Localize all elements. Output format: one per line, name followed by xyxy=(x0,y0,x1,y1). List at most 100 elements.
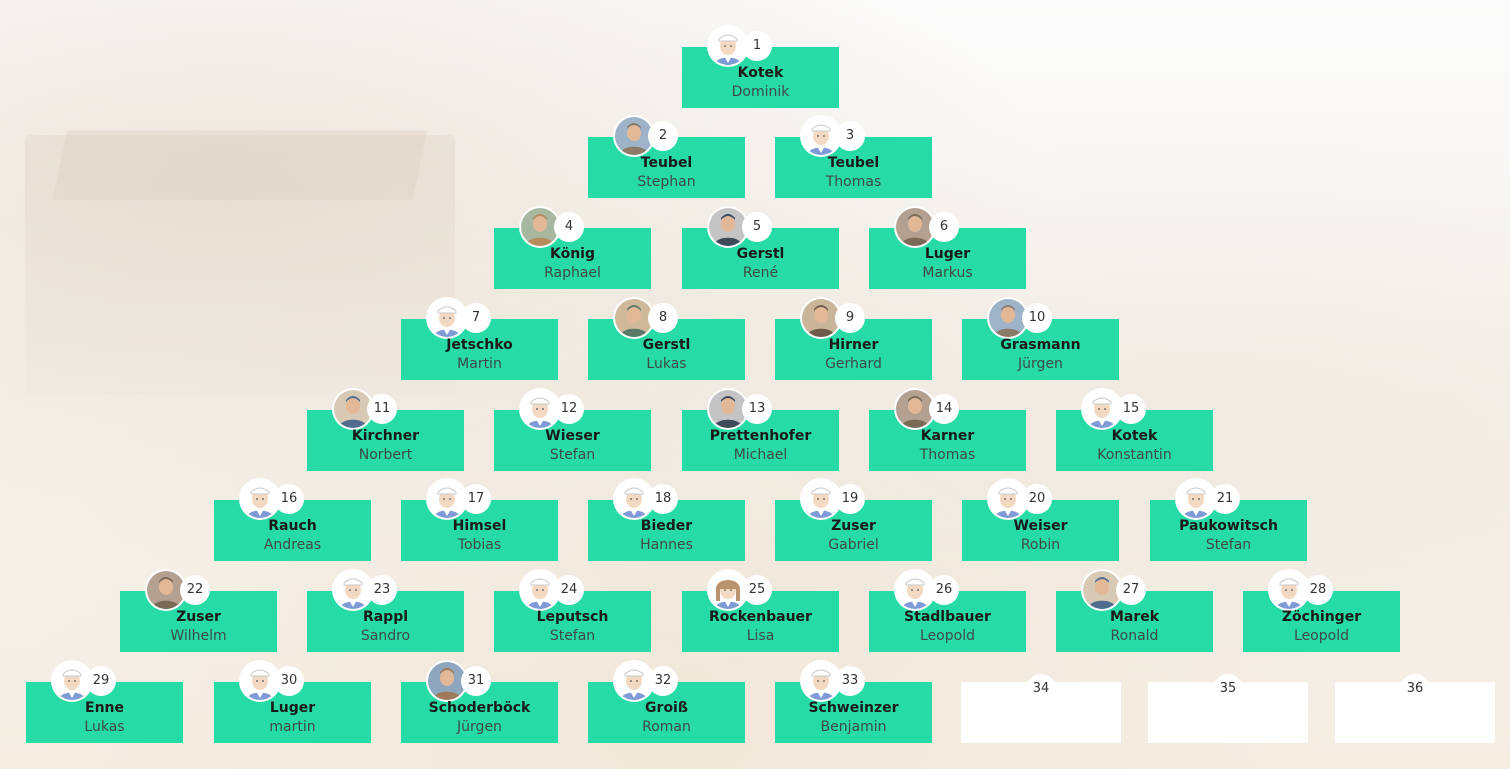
player-last-name: Prettenhofer xyxy=(682,428,839,444)
rank-badge: 36 xyxy=(1400,674,1430,704)
rank-badge: 7 xyxy=(461,303,491,333)
player-last-name: Paukowitsch xyxy=(1150,518,1307,534)
rank-badge: 10 xyxy=(1022,303,1052,333)
rank-badge: 9 xyxy=(835,303,865,333)
rank-badge: 12 xyxy=(554,394,584,424)
player-first-name: Stefan xyxy=(1150,537,1307,553)
rank-badge: 19 xyxy=(835,484,865,514)
rank-badge: 16 xyxy=(274,484,304,514)
player-first-name: Jürgen xyxy=(962,356,1119,372)
player-first-name: Leopold xyxy=(869,628,1026,644)
player-first-name: Stefan xyxy=(494,447,651,463)
player-first-name: Tobias xyxy=(401,537,558,553)
player-first-name: Dominik xyxy=(682,84,839,100)
rank-badge: 25 xyxy=(742,575,772,605)
player-last-name: Teubel xyxy=(775,155,932,171)
player-last-name: Grasmann xyxy=(962,337,1119,353)
player-first-name: Leopold xyxy=(1243,628,1400,644)
player-last-name: König xyxy=(494,246,651,262)
player-first-name: Lisa xyxy=(682,628,839,644)
player-first-name: Lukas xyxy=(588,356,745,372)
player-first-name: Martin xyxy=(401,356,558,372)
player-first-name: Ronald xyxy=(1056,628,1213,644)
player-last-name: Leputsch xyxy=(494,609,651,625)
rank-badge: 33 xyxy=(835,666,865,696)
player-last-name: Kirchner xyxy=(307,428,464,444)
player-last-name: Bieder xyxy=(588,518,745,534)
player-last-name: Schoderböck xyxy=(401,700,558,716)
rank-badge: 23 xyxy=(367,575,397,605)
player-first-name: Norbert xyxy=(307,447,464,463)
empty-slot-card[interactable]: 35 xyxy=(1148,682,1308,743)
rank-badge: 13 xyxy=(742,394,772,424)
rank-badge: 18 xyxy=(648,484,678,514)
empty-slot-card[interactable]: 34 xyxy=(961,682,1121,743)
player-last-name: Karner xyxy=(869,428,1026,444)
rank-badge: 29 xyxy=(86,666,116,696)
empty-slot-card[interactable]: 36 xyxy=(1335,682,1495,743)
rank-badge: 3 xyxy=(835,121,865,151)
rank-badge: 31 xyxy=(461,666,491,696)
player-first-name: Wilhelm xyxy=(120,628,277,644)
rank-badge: 11 xyxy=(367,394,397,424)
player-first-name: Thomas xyxy=(775,174,932,190)
player-first-name: Hannes xyxy=(588,537,745,553)
rank-badge: 15 xyxy=(1116,394,1146,424)
player-last-name: Rappl xyxy=(307,609,464,625)
player-first-name: Gabriel xyxy=(775,537,932,553)
player-last-name: Zuser xyxy=(120,609,277,625)
player-first-name: Stefan xyxy=(494,628,651,644)
player-first-name: Stephan xyxy=(588,174,745,190)
player-last-name: Enne xyxy=(26,700,183,716)
player-last-name: Jetschko xyxy=(401,337,558,353)
rank-badge: 35 xyxy=(1213,674,1243,704)
player-last-name: Wieser xyxy=(494,428,651,444)
rank-badge: 24 xyxy=(554,575,584,605)
player-last-name: Zöchinger xyxy=(1243,609,1400,625)
player-last-name: Rockenbauer xyxy=(682,609,839,625)
rank-badge: 34 xyxy=(1026,674,1056,704)
player-first-name: Benjamin xyxy=(775,719,932,735)
rank-badge: 22 xyxy=(180,575,210,605)
player-first-name: Roman xyxy=(588,719,745,735)
player-last-name: Marek xyxy=(1056,609,1213,625)
rank-badge: 28 xyxy=(1303,575,1333,605)
rank-badge: 20 xyxy=(1022,484,1052,514)
rank-badge: 26 xyxy=(929,575,959,605)
player-last-name: Gerstl xyxy=(588,337,745,353)
